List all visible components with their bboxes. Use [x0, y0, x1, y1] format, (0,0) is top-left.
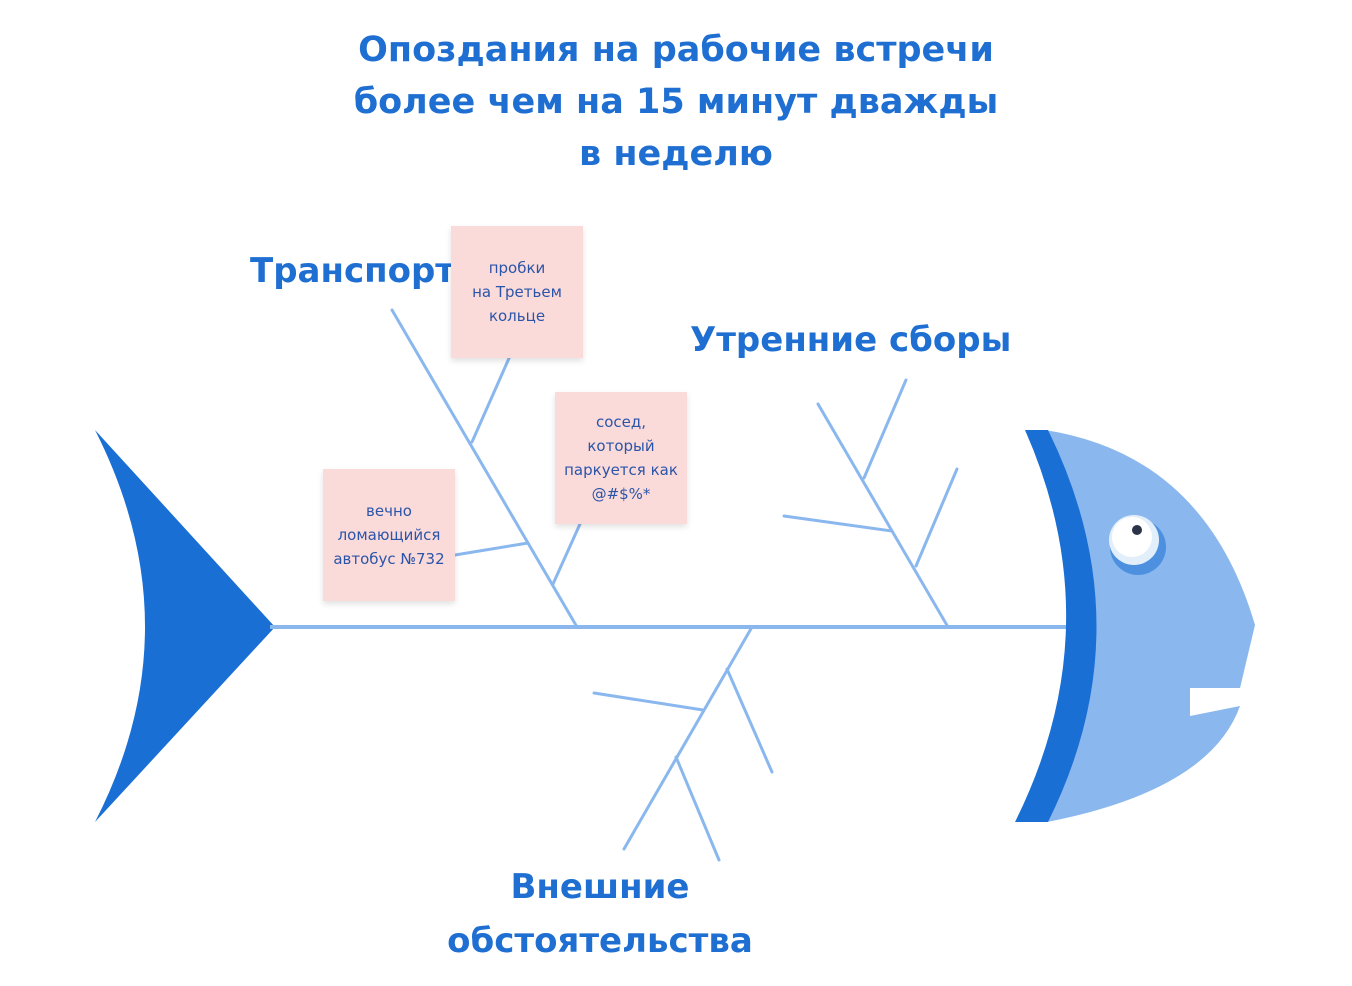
- fish-head-dark: [1015, 430, 1097, 822]
- category-morning: Утренние сборы: [690, 313, 1011, 367]
- title-line: в неделю: [579, 134, 773, 174]
- bone-external: [592, 625, 774, 862]
- note-line: паркуется как: [564, 461, 678, 479]
- sticky-note-bus[interactable]: вечно ломающийся автобус №732: [323, 469, 455, 601]
- category-label: Внешние: [510, 867, 690, 907]
- category-external: Внешние обстоятельства: [440, 860, 760, 968]
- fish-tail: [95, 430, 275, 822]
- note-line: вечно: [366, 502, 412, 520]
- category-label: Утренние сборы: [690, 320, 1012, 360]
- sticky-note-neighbor[interactable]: сосед, который паркуется как @#$%*: [555, 392, 687, 524]
- sticky-note-jams[interactable]: пробки на Третьем кольце: [451, 226, 583, 358]
- bone-transport: [390, 308, 582, 629]
- note-line: @#$%*: [591, 485, 651, 503]
- category-transport: Транспорт: [250, 244, 455, 298]
- category-label: Транспорт: [250, 251, 456, 291]
- note-line: ломающийся: [337, 526, 441, 544]
- fish-head-light: [1045, 430, 1255, 822]
- category-label: обстоятельства: [447, 921, 753, 961]
- note-line: автобус №732: [333, 550, 445, 568]
- note-line: кольце: [488, 307, 546, 325]
- bone-morning: [782, 378, 959, 629]
- note-line: который: [587, 437, 655, 455]
- title-line: Опоздания на рабочие встречи: [358, 30, 994, 70]
- note-line: пробки: [488, 259, 546, 277]
- title-line: более чем на 15 минут дважды: [353, 82, 999, 122]
- eye-icon: [1109, 515, 1166, 575]
- diagram-title: Опоздания на рабочие встречи более чем н…: [326, 24, 1026, 180]
- note-line: на Третьем: [472, 283, 562, 301]
- note-line: сосед,: [595, 413, 647, 431]
